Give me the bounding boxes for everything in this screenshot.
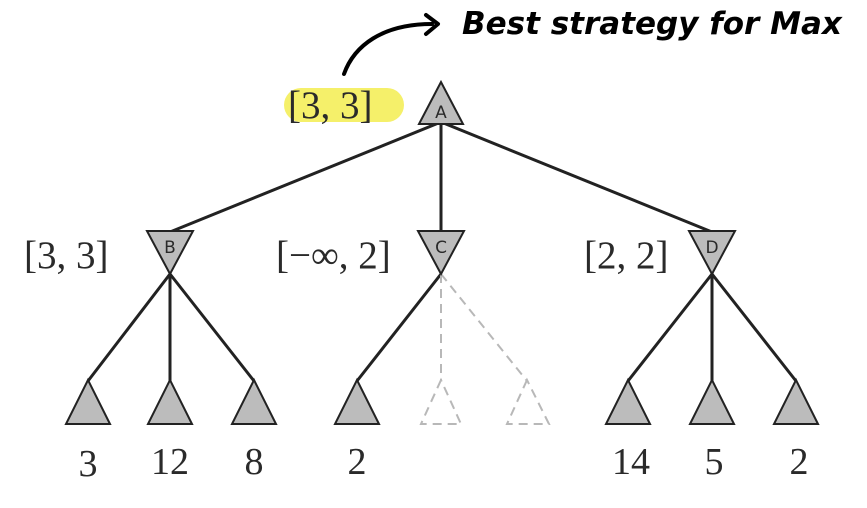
leaf-value-c1: 2	[348, 441, 367, 483]
root-bounds-highlight	[284, 88, 404, 122]
leaf-node-b2	[146, 377, 194, 425]
edge-a-d	[440, 120, 713, 234]
node-d-letter: D	[705, 238, 718, 258]
edge-c-leaf3-pruned	[440, 273, 528, 382]
node-d-bounds: [2, 2]	[584, 234, 668, 277]
leaf-value-b1: 3	[79, 443, 98, 485]
node-b-letter: B	[164, 238, 176, 258]
max-node-a	[417, 79, 465, 125]
node-c-letter: C	[435, 238, 447, 258]
annotation-text: Best strategy for Max	[462, 6, 843, 42]
edge-d-leaf3	[710, 273, 798, 382]
leaf-value-b2: 12	[151, 441, 189, 483]
node-a-bounds: [3, 3]	[288, 84, 372, 127]
leaf-node-d1	[604, 377, 652, 425]
leaf-value-d2: 5	[705, 441, 724, 483]
annotation-arrow	[342, 22, 434, 76]
edge-b-leaf3	[168, 273, 256, 382]
leaf-node-c2-pruned	[419, 377, 463, 425]
leaf-node-b1	[64, 377, 112, 425]
min-node-c	[416, 230, 466, 277]
annotation-arrowhead	[424, 13, 440, 36]
edge-b-leaf1	[86, 273, 172, 382]
edge-d-leaf1	[626, 273, 714, 382]
node-b-bounds: [3, 3]	[24, 234, 108, 277]
min-node-d	[687, 230, 737, 277]
leaf-node-c3-pruned	[505, 377, 551, 425]
leaf-node-d3	[772, 377, 820, 425]
edge-a-b	[169, 120, 442, 234]
edge-c-leaf1	[355, 273, 443, 382]
node-a-letter: A	[435, 103, 447, 123]
leaf-node-c1	[333, 377, 381, 425]
leaf-value-b3: 8	[245, 441, 264, 483]
leaf-value-d3: 2	[790, 441, 809, 483]
node-c-bounds: [−∞, 2]	[276, 234, 391, 277]
leaf-node-d2	[688, 377, 736, 425]
leaf-value-d1: 14	[612, 441, 650, 483]
leaf-node-b3	[230, 377, 278, 425]
min-node-b	[145, 230, 195, 277]
